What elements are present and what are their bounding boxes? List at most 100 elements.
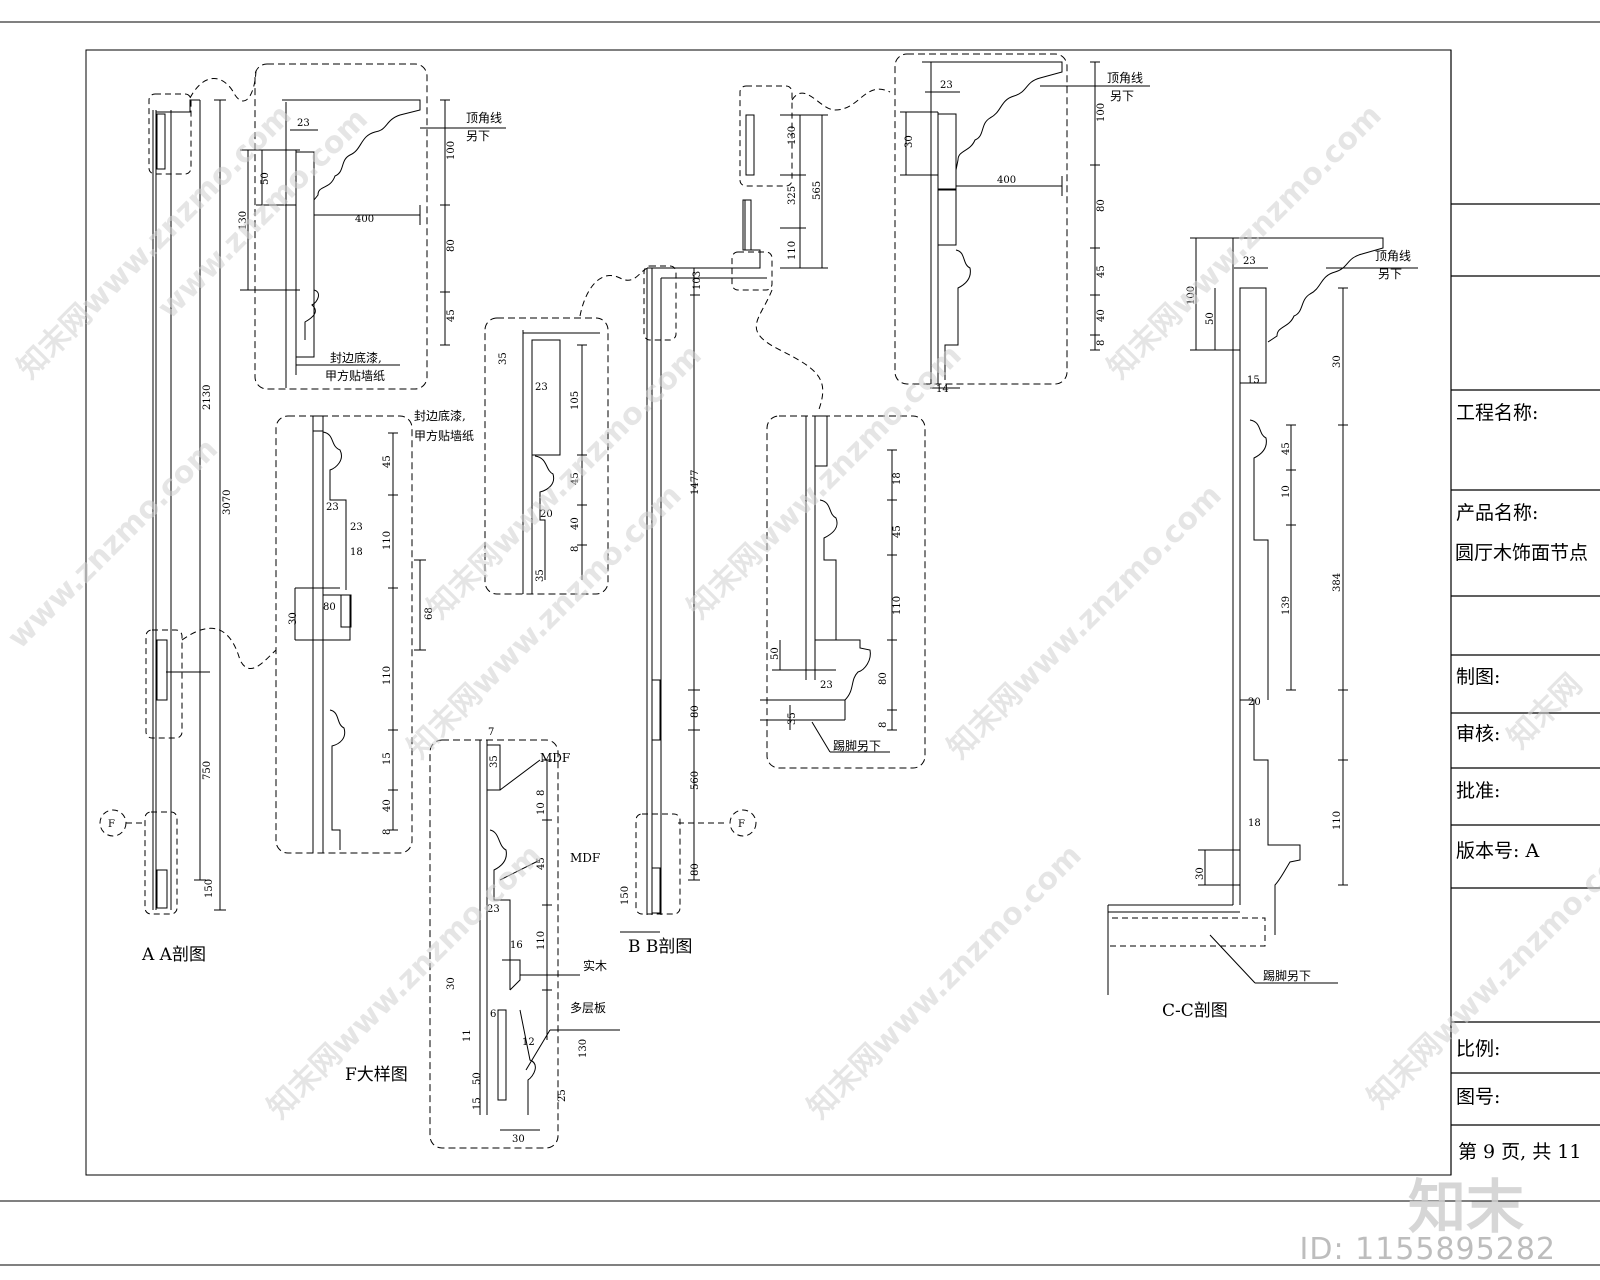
svg-text:甲方贴墙纸: 甲方贴墙纸 xyxy=(414,428,474,443)
svg-text:知末网www.znzmo.com: 知末网www.znzmo.com xyxy=(1101,98,1389,386)
dims-detail-f: 7 35 8 10 45 23 16 110 30 6 11 12 130 50… xyxy=(446,727,589,1145)
svg-text:80: 80 xyxy=(323,602,336,613)
detail-b-top xyxy=(900,61,1100,389)
bb-marker-joint xyxy=(731,251,773,291)
svg-text:110: 110 xyxy=(1332,811,1343,830)
drawn-by-label: 制图: xyxy=(1456,666,1501,688)
section-bb xyxy=(620,114,828,933)
crown-moulding-label: 顶角线 xyxy=(466,111,502,125)
svg-text:80: 80 xyxy=(1096,199,1107,212)
edge-seal-label: 封边底漆, xyxy=(330,350,382,365)
svg-text:8: 8 xyxy=(570,546,581,552)
svg-text:23: 23 xyxy=(350,522,363,533)
svg-text:30: 30 xyxy=(1332,355,1343,368)
svg-text:10: 10 xyxy=(536,802,547,815)
svg-text:40: 40 xyxy=(382,799,393,812)
detail-b-bottom-frame xyxy=(766,415,926,769)
svg-text:110: 110 xyxy=(892,596,903,615)
svg-text:23: 23 xyxy=(487,904,500,915)
svg-text:16: 16 xyxy=(510,940,523,951)
dims-detail-b-bottom: 18 45 110 50 23 80 35 8 xyxy=(770,472,903,728)
svg-text:40: 40 xyxy=(1096,309,1107,322)
svg-text:www.znzmo.com: www.znzmo.com xyxy=(1,432,225,656)
scale-label: 比例: xyxy=(1456,1038,1501,1060)
version-label: 版本号: A xyxy=(1456,840,1540,862)
checked-by-label: 审核: xyxy=(1456,723,1501,745)
svg-text:另下: 另下 xyxy=(466,129,490,143)
svg-text:100: 100 xyxy=(1186,286,1197,305)
svg-text:30: 30 xyxy=(1195,867,1206,880)
svg-text:23: 23 xyxy=(535,382,548,393)
product-name-value: 圆厅木饰面节点 xyxy=(1455,542,1589,564)
detail-marker-mid xyxy=(145,629,183,739)
ann-detail-b-small: 封边底漆, 甲方贴墙纸 xyxy=(414,408,474,443)
page-number-label: 第 9 页, 共 11 xyxy=(1458,1141,1582,1163)
dims-cc: 23 100 50 30 15 45 10 384 139 20 18 110 … xyxy=(1186,256,1343,880)
svg-text:18: 18 xyxy=(892,472,903,485)
svg-text:23: 23 xyxy=(940,80,953,91)
svg-text:150: 150 xyxy=(620,886,631,905)
svg-text:30: 30 xyxy=(446,977,457,990)
svg-text:100: 100 xyxy=(446,141,457,160)
svg-text:45: 45 xyxy=(892,525,903,538)
svg-text:110: 110 xyxy=(382,531,393,550)
svg-text:110: 110 xyxy=(536,931,547,950)
svg-text:知末网www.znzmo.com: 知末网www.znzmo.com xyxy=(941,478,1229,766)
svg-text:知末网www.znzmo.com: 知末网www.znzmo.com xyxy=(681,338,969,626)
cut-label-f1: F xyxy=(108,819,115,830)
svg-text:23: 23 xyxy=(820,680,833,691)
svg-text:45: 45 xyxy=(382,455,393,468)
detail-marker-bottom xyxy=(144,811,178,915)
svg-text:130: 130 xyxy=(578,1039,589,1058)
svg-text:400: 400 xyxy=(997,175,1016,186)
svg-text:7: 7 xyxy=(488,727,494,738)
detail-a-top-frame xyxy=(254,63,428,390)
svg-text:750: 750 xyxy=(202,761,213,780)
svg-text:1477: 1477 xyxy=(690,470,701,495)
svg-text:顶角线: 顶角线 xyxy=(1107,71,1143,85)
svg-text:103: 103 xyxy=(692,271,703,290)
svg-text:23: 23 xyxy=(326,502,339,513)
svg-text:3070: 3070 xyxy=(222,490,233,515)
detail-b-bottom xyxy=(760,415,897,731)
svg-text:知末网www.znzmo.com: 知末网www.znzmo.com xyxy=(801,838,1089,1126)
mdf-label-1: MDF xyxy=(540,751,570,765)
svg-text:8: 8 xyxy=(1096,340,1107,346)
svg-text:甲方贴墙纸: 甲方贴墙纸 xyxy=(325,368,385,383)
svg-text:45: 45 xyxy=(536,857,547,870)
svg-text:11: 11 xyxy=(462,1029,473,1042)
svg-text:80: 80 xyxy=(690,863,701,876)
svg-text:565: 565 xyxy=(812,181,823,200)
svg-text:150: 150 xyxy=(204,879,215,898)
svg-text:15: 15 xyxy=(1247,375,1260,386)
svg-text:35: 35 xyxy=(489,755,500,768)
cut-label-f2: F xyxy=(738,819,745,830)
svg-text:2130: 2130 xyxy=(202,385,213,410)
svg-text:50: 50 xyxy=(260,172,271,185)
ann-detail-a-top: 顶角线 另下 封边底漆, 甲方贴墙纸 xyxy=(325,111,506,383)
approved-by-label: 批准: xyxy=(1456,780,1501,802)
svg-text:110: 110 xyxy=(382,666,393,685)
detail-f-frame xyxy=(429,739,559,1149)
detail-f xyxy=(479,740,620,1131)
svg-text:139: 139 xyxy=(1281,596,1292,615)
title-block-frame xyxy=(1450,50,1600,1175)
detail-b-top-frame xyxy=(894,53,1068,385)
svg-text:10: 10 xyxy=(1281,485,1292,498)
detail-marker-top xyxy=(148,93,192,175)
svg-text:另下: 另下 xyxy=(1378,267,1402,281)
view-title-f: F大样图 xyxy=(345,1065,408,1085)
svg-text:560: 560 xyxy=(690,771,701,790)
svg-text:8: 8 xyxy=(382,829,393,835)
dims-detail-a-mid: 45 23 23 18 110 30 80 68 110 15 40 8 xyxy=(288,455,435,835)
svg-text:384: 384 xyxy=(1332,573,1343,592)
view-title-cc: C-C剖图 xyxy=(1162,1001,1228,1021)
svg-text:踢脚另下: 踢脚另下 xyxy=(833,738,881,753)
svg-text:23: 23 xyxy=(1243,256,1256,267)
svg-text:68: 68 xyxy=(424,607,435,620)
svg-text:105: 105 xyxy=(570,391,581,410)
plywood-label: 多层板 xyxy=(570,1001,606,1015)
project-name-label: 工程名称: xyxy=(1456,402,1539,424)
svg-text:110: 110 xyxy=(787,241,798,260)
